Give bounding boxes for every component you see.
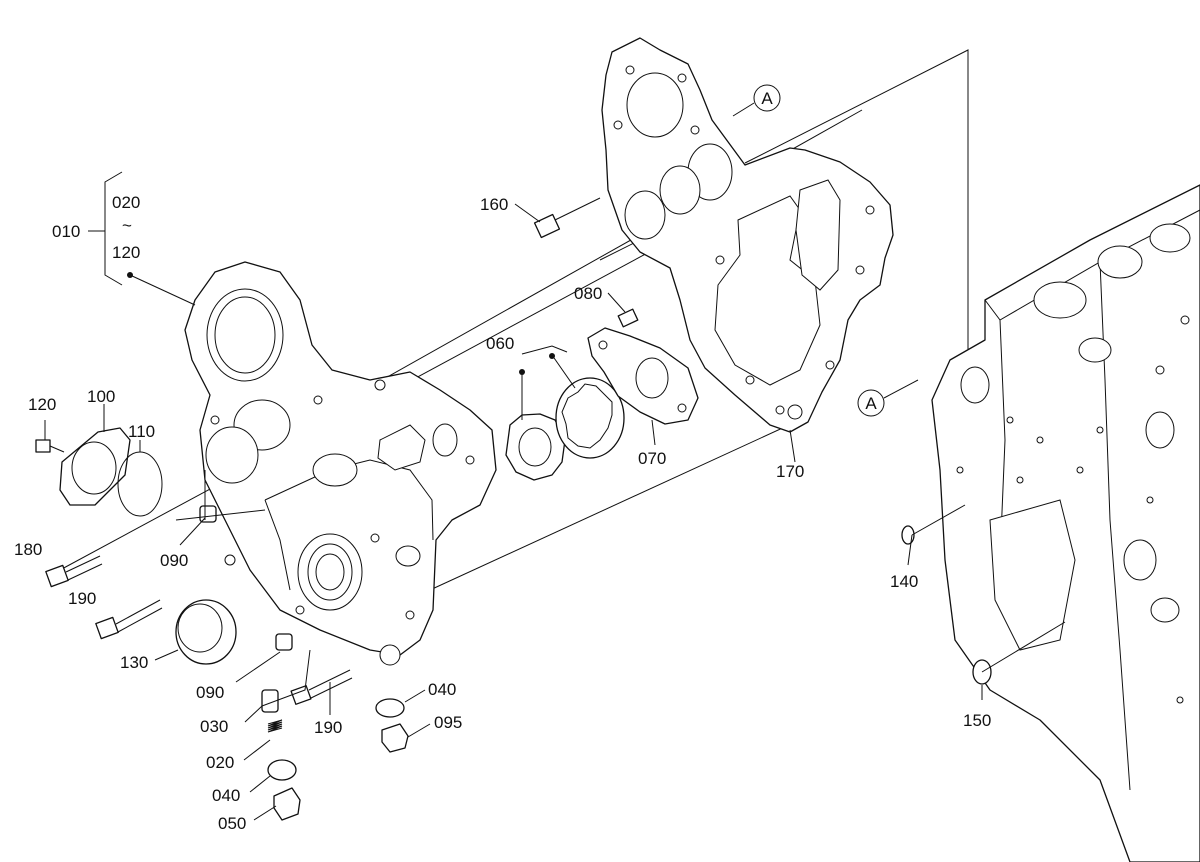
label-range-symbol: ~: [122, 216, 132, 235]
label-070: 070: [638, 449, 666, 468]
plug-050: [273, 787, 301, 821]
bolt-160: [533, 197, 601, 239]
label-110: 110: [128, 422, 155, 441]
reference-a-upper: A: [732, 84, 781, 117]
bolt-120: [35, 439, 65, 453]
label-100: 100: [87, 387, 115, 406]
plug-095: [381, 723, 409, 753]
label-050: 050: [218, 814, 246, 833]
plug-090-upper: [199, 505, 217, 523]
label-040-right: 040: [428, 680, 456, 699]
gear-case-plate: [601, 37, 894, 433]
range-bracket-010: [88, 171, 123, 286]
label-120-range: 120: [112, 243, 140, 262]
part-labels: 010 020 ~ 120 160 080 060 070 170 120 10…: [14, 193, 991, 833]
engine-block: [931, 184, 1200, 862]
label-020: 020: [206, 753, 234, 772]
label-080: 080: [574, 284, 602, 303]
svg-text:A: A: [865, 394, 877, 413]
label-180: 180: [14, 540, 42, 559]
reference-a-lower: A: [857, 379, 919, 417]
plug-090-lower: [275, 633, 293, 651]
washer-040-left: [267, 759, 297, 781]
washer-040-right: [375, 698, 405, 718]
label-090-lower: 090: [196, 683, 224, 702]
label-095: 095: [434, 713, 462, 732]
label-040-left: 040: [212, 786, 240, 805]
oil-seal-130: [175, 599, 237, 665]
svg-text:A: A: [761, 89, 773, 108]
label-120: 120: [28, 395, 56, 414]
label-030: 030: [200, 717, 228, 736]
label-090-upper: 090: [160, 551, 188, 570]
label-140: 140: [890, 572, 918, 591]
label-060: 060: [486, 334, 514, 353]
bolt-080: [617, 308, 639, 328]
bolt-190-lower: [290, 669, 353, 705]
oil-pump-cover: [587, 327, 699, 425]
label-020-range: 020: [112, 193, 140, 212]
o-ring-110: [117, 451, 163, 517]
leader-lines: [44, 203, 1066, 821]
label-160: 160: [480, 195, 508, 214]
label-190-left: 190: [68, 589, 96, 608]
bolt-190-left: [95, 599, 163, 640]
label-010: 010: [52, 222, 80, 241]
oil-pump-outer-rotor: [555, 377, 625, 459]
spring-020: [267, 719, 283, 733]
label-150: 150: [963, 711, 991, 730]
oil-pump-inner-rotor: [505, 413, 566, 481]
cover-plate-100: [59, 427, 131, 506]
gear-case-housing: [184, 261, 497, 666]
valve-030: [261, 689, 279, 713]
bolt-180: [45, 555, 103, 588]
label-170: 170: [776, 462, 804, 481]
label-190-lower: 190: [314, 718, 342, 737]
label-130: 130: [120, 653, 148, 672]
